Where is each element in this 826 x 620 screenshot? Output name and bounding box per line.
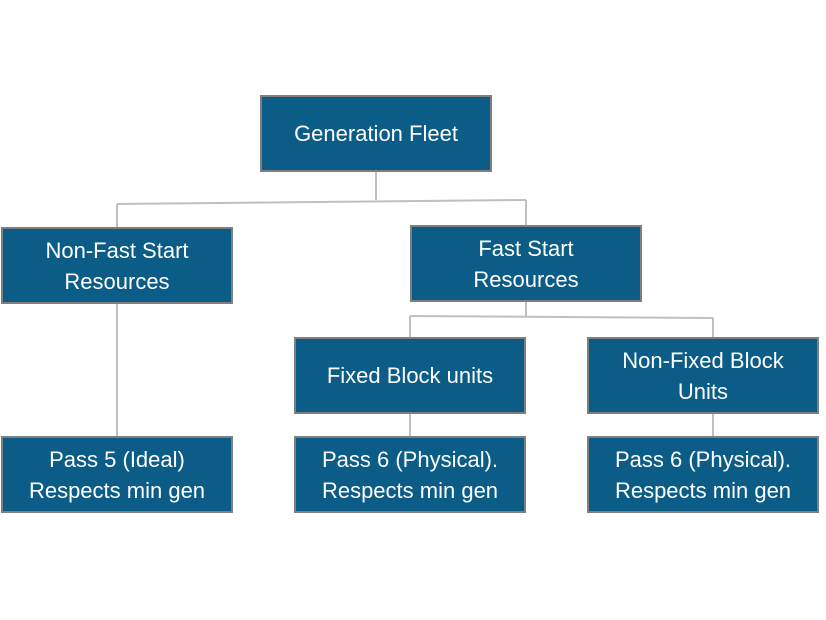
node-non-fast-start-resources: Non-Fast Start Resources — [1, 227, 233, 304]
node-fast-start-resources: Fast Start Resources — [410, 225, 642, 302]
node-pass-6-physical-fixed: Pass 6 (Physical). Respects min gen — [294, 436, 526, 513]
node-non-fixed-block-units: Non-Fixed Block Units — [587, 337, 819, 414]
connector-fast-bar — [409, 315, 714, 319]
connector-root-bar — [116, 199, 527, 205]
node-fixed-block-units: Fixed Block units — [294, 337, 526, 414]
node-pass-5-ideal: Pass 5 (Ideal) Respects min gen — [1, 436, 233, 513]
node-generation-fleet: Generation Fleet — [260, 95, 492, 172]
node-pass-6-physical-non-fixed: Pass 6 (Physical). Respects min gen — [587, 436, 819, 513]
